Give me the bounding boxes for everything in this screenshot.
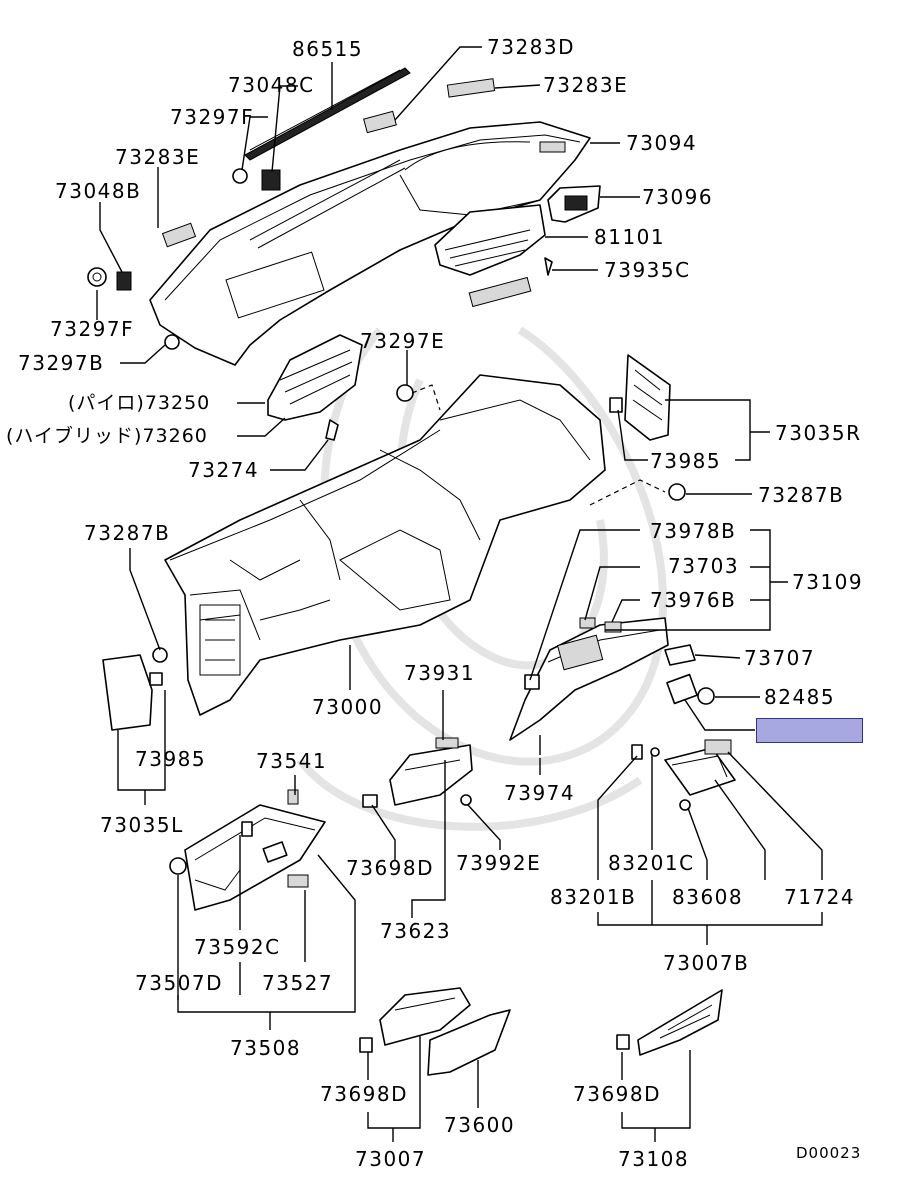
part-label-73048c: 73048C	[228, 73, 315, 97]
diagram-code: D00023	[796, 1144, 862, 1162]
part-label-73035r: 73035R	[775, 421, 862, 445]
dash-73297e	[411, 384, 441, 411]
part-label-73250: (パイロ)73250	[68, 392, 211, 414]
part-label-73000: 73000	[312, 695, 384, 719]
meter-hood-81101	[434, 204, 553, 308]
box-73007b	[631, 739, 736, 811]
clip-73297e	[396, 384, 414, 402]
dash-73287b-right	[589, 479, 666, 506]
side-vent-73096	[547, 185, 601, 223]
part-label-73703: 73703	[668, 554, 740, 578]
part-label-73007b: 73007B	[663, 951, 750, 975]
part-label-73108: 73108	[618, 1147, 690, 1171]
part-label-83608: 83608	[672, 885, 744, 909]
part-label-73623: 73623	[380, 919, 452, 943]
part-label-73048b: 73048B	[55, 179, 142, 203]
part-label-83201b: 83201B	[550, 885, 637, 909]
part-label-73592c: 73592C	[194, 935, 281, 959]
part-label-73985-right: 73985	[650, 449, 722, 473]
part-label-82485: 82485	[764, 685, 836, 709]
part-label-73992e: 73992E	[456, 851, 542, 875]
clip-73287b-right	[668, 483, 686, 501]
part-label-73283d: 73283D	[487, 35, 576, 59]
part-label-73274: 73274	[188, 458, 260, 482]
lower-panel-73109	[509, 617, 669, 741]
lower-cover-73623	[362, 737, 473, 808]
highlighted-part-box	[756, 718, 863, 743]
part-label-73508: 73508	[230, 1036, 302, 1060]
part-label-73985-left: 73985	[135, 747, 207, 771]
part-label-73527: 73527	[262, 971, 334, 995]
clip-73297f-top	[232, 168, 281, 191]
part-label-73283e-top: 73283E	[543, 73, 629, 97]
side-cover-left	[102, 647, 168, 731]
part-label-73698d-bottom-left: 73698D	[320, 1082, 409, 1106]
switch-73707	[664, 644, 715, 705]
part-label-73109: 73109	[792, 570, 864, 594]
part-label-71724: 71724	[784, 885, 856, 909]
part-label-73260: (ハイブリッド)73260	[6, 425, 208, 447]
clip-73297b	[164, 334, 180, 350]
part-label-73974: 73974	[504, 781, 576, 805]
part-label-73541: 73541	[256, 749, 328, 773]
part-label-73698d-mid: 73698D	[346, 856, 435, 880]
part-label-73287b-right: 73287B	[758, 483, 845, 507]
tape-73283e	[446, 78, 496, 98]
part-label-73698d-bottom-right: 73698D	[573, 1082, 662, 1106]
leader-lines	[96, 46, 823, 1142]
part-label-73297b: 73297B	[18, 351, 105, 375]
part-label-86515: 86515	[292, 37, 364, 61]
part-label-73297f-left: 73297F	[50, 317, 135, 341]
part-label-73283e-left: 73283E	[115, 145, 201, 169]
part-label-83201c: 83201C	[608, 851, 695, 875]
instrument-panel-body	[164, 374, 606, 716]
part-label-73287b-left: 73287B	[84, 521, 171, 545]
part-label-73978b: 73978B	[650, 519, 737, 543]
clip-73048b	[87, 267, 132, 291]
part-label-73707: 73707	[744, 646, 816, 670]
part-label-81101: 81101	[594, 225, 666, 249]
part-label-73297e: 73297E	[360, 329, 446, 353]
part-label-73297f-top: 73297F	[170, 105, 255, 129]
part-label-73035l: 73035L	[100, 813, 184, 837]
part-label-73007: 73007	[355, 1147, 427, 1171]
side-cover-right	[609, 354, 671, 441]
part-label-73096: 73096	[642, 185, 714, 209]
part-label-73094: 73094	[626, 131, 698, 155]
airbag-module	[267, 334, 363, 441]
part-label-73507d: 73507D	[135, 971, 224, 995]
box-73007	[359, 987, 511, 1076]
part-label-73600: 73600	[444, 1113, 516, 1137]
part-label-73931: 73931	[404, 661, 476, 685]
panel-73108	[616, 989, 723, 1056]
part-label-73935c: 73935C	[604, 258, 691, 282]
part-label-73976b: 73976B	[650, 588, 737, 612]
glove-box-73508	[169, 789, 326, 911]
